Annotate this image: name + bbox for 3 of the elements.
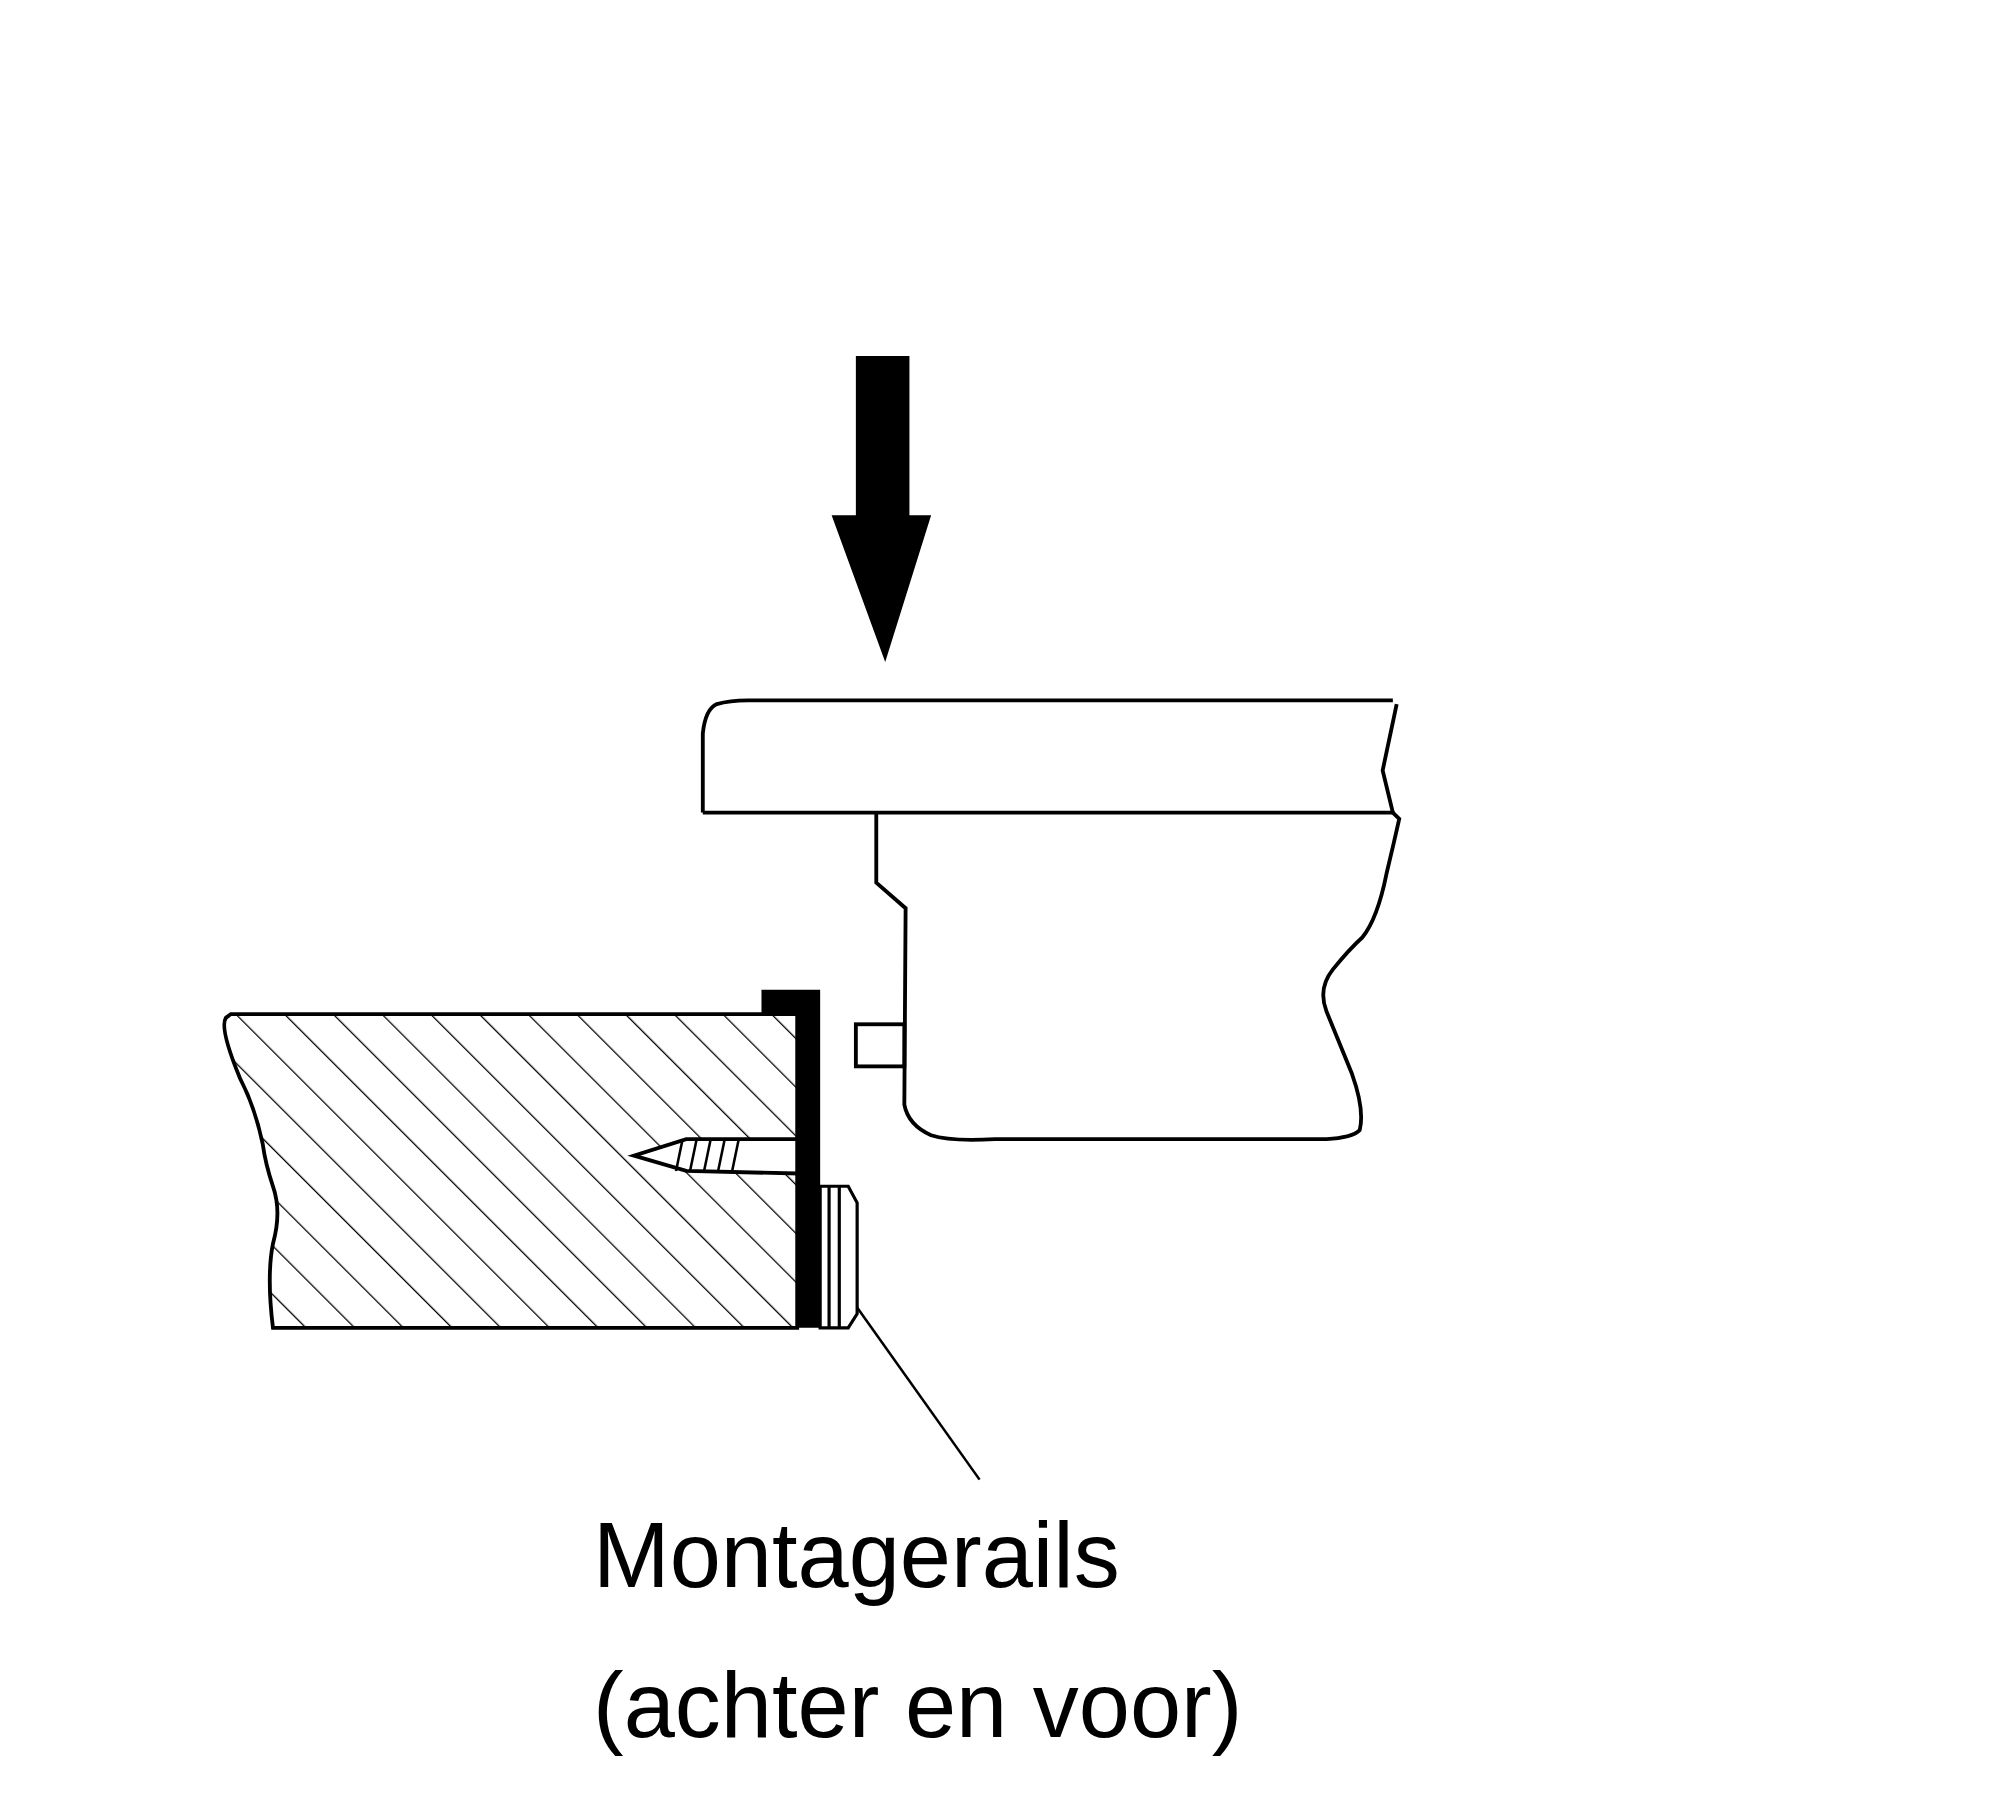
leader-line [856,1306,981,1481]
mounting-rail [818,1184,859,1330]
part-label: Montagerails (achter en voor) [593,1480,1333,1780]
